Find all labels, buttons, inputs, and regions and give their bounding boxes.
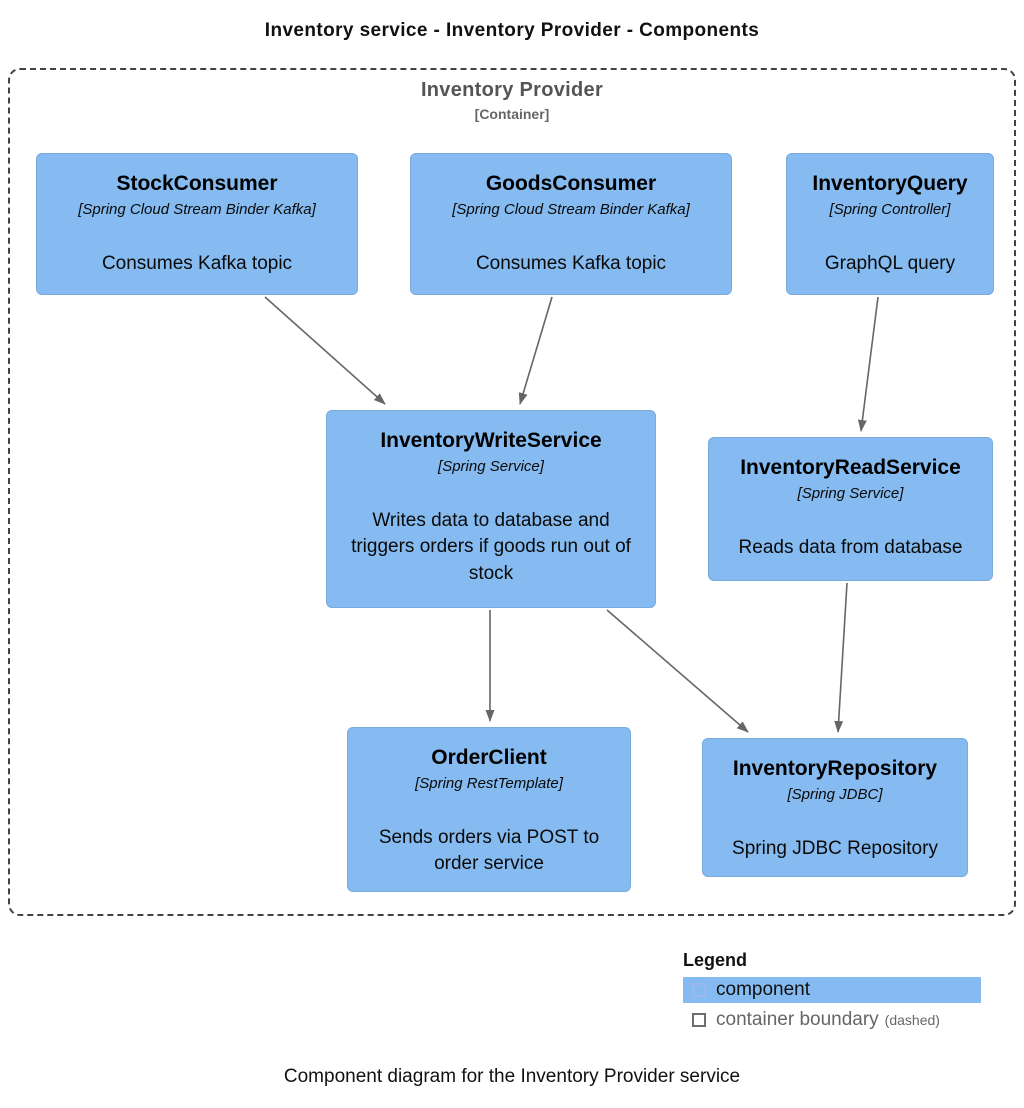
component-name: OrderClient (431, 746, 547, 769)
component-description: Consumes Kafka topic (101, 252, 293, 274)
legend-title: Legend (683, 950, 748, 970)
component-technology: [Spring Service] (438, 458, 544, 476)
component-technology: [Spring Controller] (829, 201, 951, 219)
component-inventorywriteservice: InventoryWriteService [Spring Service] W… (326, 410, 656, 608)
component-description: Writes data to database and triggers ord… (351, 509, 631, 584)
component-name: InventoryQuery (812, 172, 968, 195)
component-technology: [Spring Cloud Stream Binder Kafka] (452, 201, 690, 219)
component-inventoryreadservice: InventoryReadService [Spring Service] Re… (708, 437, 993, 581)
boundary-label: Inventory Provider [Container] (8, 79, 1016, 122)
component-name: InventoryRepository (732, 757, 938, 780)
component-goodsconsumer: GoodsConsumer [Spring Cloud Stream Binde… (410, 153, 732, 295)
component-description: Sends orders via POST to order service (378, 826, 600, 875)
diagram-caption: Component diagram for the Inventory Prov… (283, 1066, 741, 1087)
container-boundary (8, 68, 1016, 916)
legend: Legend component container boundary (das… (683, 950, 981, 1033)
component-stockconsumer: StockConsumer [Spring Cloud Stream Binde… (36, 153, 358, 295)
component-description: Reads data from database (738, 536, 963, 558)
component-description: Spring JDBC Repository (732, 837, 938, 859)
legend-item-component: component (683, 977, 981, 1003)
legend-item-container-boundary: container boundary (dashed) (683, 1007, 981, 1033)
legend-item-label: container boundary (716, 1009, 879, 1030)
component-technology: [Spring Cloud Stream Binder Kafka] (78, 201, 316, 219)
component-technology: [Spring JDBC] (787, 786, 883, 804)
component-description: Consumes Kafka topic (475, 252, 667, 274)
component-description: GraphQL query (824, 252, 956, 274)
component-name: InventoryWriteService (380, 429, 602, 452)
boundary-name: Inventory Provider (420, 79, 604, 101)
component-orderclient: OrderClient [Spring RestTemplate] Sends … (347, 727, 631, 892)
component-name: GoodsConsumer (485, 172, 657, 195)
boundary-type: [Container] (474, 106, 550, 122)
component-technology: [Spring Service] (797, 485, 904, 503)
component-technology: [Spring RestTemplate] (415, 775, 563, 793)
component-name: StockConsumer (116, 172, 278, 195)
component-inventoryquery: InventoryQuery [Spring Controller] Graph… (786, 153, 994, 295)
legend-item-note: (dashed) (884, 1012, 940, 1028)
component-swatch-icon (692, 983, 706, 997)
component-name: InventoryReadService (740, 456, 961, 479)
boundary-swatch-icon (692, 1013, 706, 1027)
component-inventoryrepository: InventoryRepository [Spring JDBC] Spring… (702, 738, 968, 877)
legend-item-label: component (716, 979, 811, 1000)
diagram-title: Inventory service - Inventory Provider -… (264, 20, 760, 41)
